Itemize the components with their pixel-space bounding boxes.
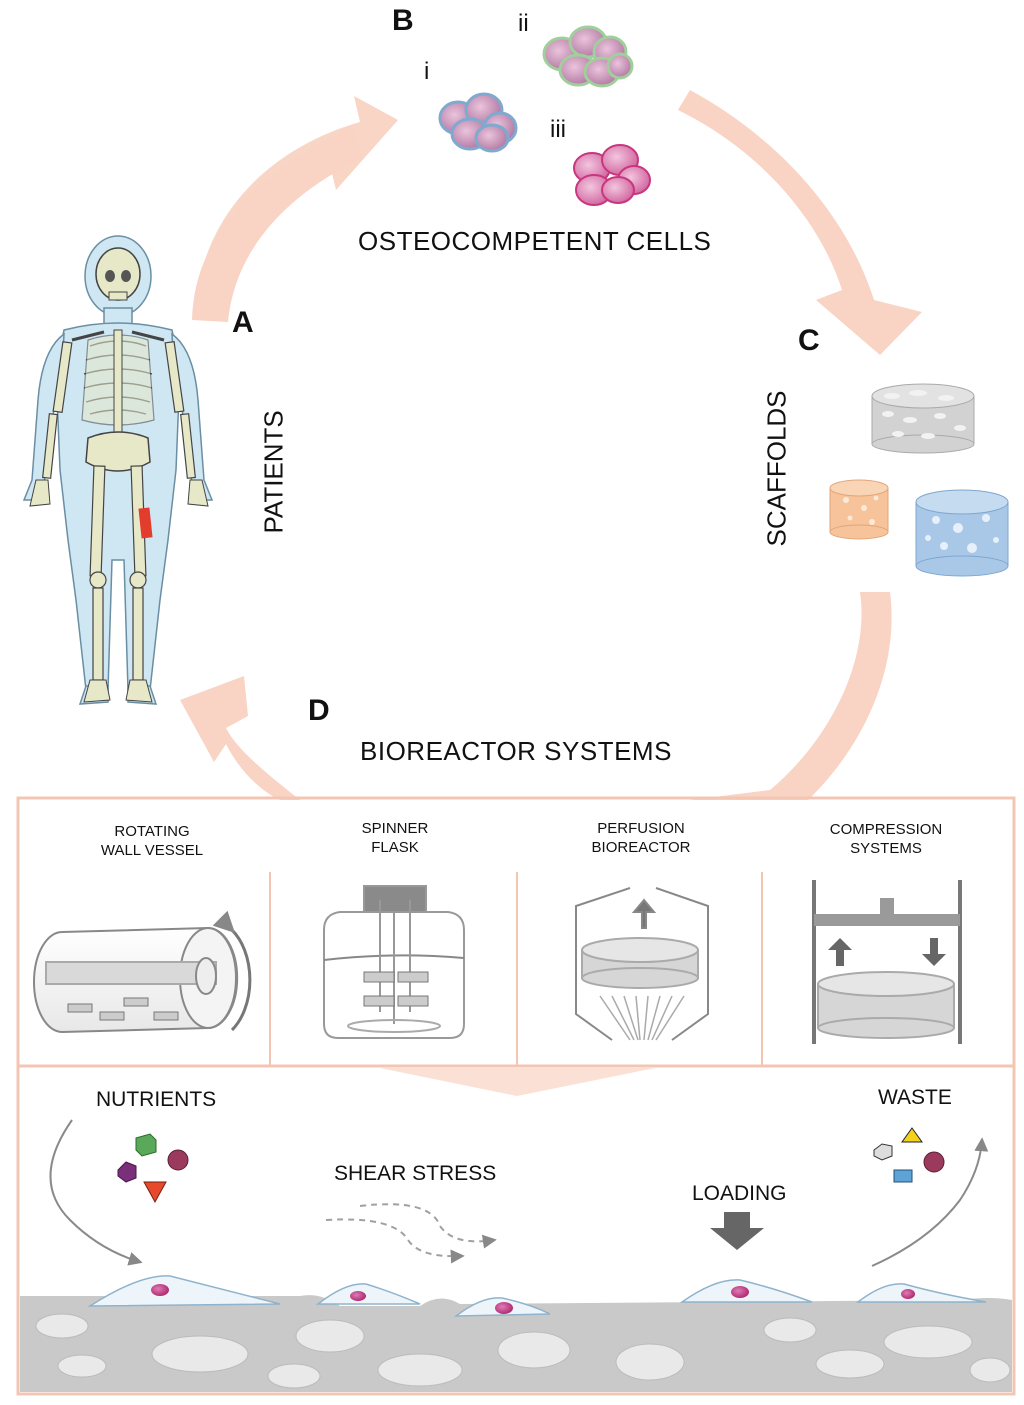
substrate — [20, 1295, 1012, 1392]
nutrient-molecules — [117, 1133, 189, 1204]
cycle-arrows — [180, 90, 922, 800]
loading-label: LOADING — [692, 1182, 787, 1205]
arrow-patients-to-cells-body — [192, 126, 362, 322]
scaffold-grey — [871, 383, 975, 454]
cell-cluster-iii — [573, 144, 651, 206]
bioreactor-frame — [16, 796, 1016, 1396]
cell-cluster-ii — [542, 25, 634, 88]
nutrient-flow-arrow — [49, 1119, 143, 1266]
cell-label-iii: iii — [550, 116, 566, 143]
perfusion-bioreactor-drawing — [575, 887, 709, 1041]
compression-system-drawing — [812, 880, 962, 1044]
cell-label-ii: ii — [518, 10, 529, 37]
cell-cluster-i — [438, 92, 518, 153]
nutrients-label: NUTRIENTS — [96, 1088, 217, 1111]
adherent-cells — [87, 1275, 987, 1317]
bioreactor-label-perfusion: PERFUSION BIOREACTOR — [591, 820, 691, 856]
panel-d-letter: D — [308, 694, 330, 727]
bioreactor-label-rotating-wall-vessel: ROTATING WALL VESSEL — [100, 823, 204, 859]
scaffolds-label: SCAFFOLDS — [761, 390, 792, 547]
cell-label-i: i — [424, 58, 430, 85]
waste-label: WASTE — [878, 1086, 952, 1109]
bioreactor-label-spinner-flask: SPINNER FLASK — [361, 820, 429, 856]
zoom-wedge — [380, 1068, 655, 1096]
panel-b-letter: B — [392, 4, 414, 37]
panel-c-letter: C — [798, 324, 820, 357]
bioreactor-systems-label: BIOREACTOR SYSTEMS — [360, 736, 672, 766]
bioreactor-label-compression: COMPRESSION SYSTEMS — [829, 821, 943, 857]
spinner-flask-drawing — [323, 885, 465, 1039]
bone-implant-marker — [138, 507, 153, 539]
rotating-wall-vessel-drawing — [33, 910, 252, 1034]
arrow-bioreactor-to-patients — [180, 676, 300, 800]
arrow-cells-to-scaffolds — [678, 90, 922, 355]
waste-flow-arrow — [871, 1137, 989, 1267]
loading-arrow — [710, 1212, 764, 1250]
scaffold-orange — [829, 479, 889, 540]
osteocompetent-cells-label: OSTEOCOMPETENT CELLS — [358, 226, 712, 256]
shear-stress-label: SHEAR STRESS — [334, 1162, 497, 1185]
shear-stress-arrows — [325, 1203, 497, 1264]
panel-a-letter: A — [232, 306, 254, 339]
waste-molecules — [873, 1127, 945, 1183]
arrow-scaffolds-to-bioreactor — [690, 592, 892, 800]
patients-label: PATIENTS — [258, 410, 289, 534]
scaffold-blue — [915, 489, 1009, 577]
patient-skeleton-figure — [22, 235, 214, 705]
